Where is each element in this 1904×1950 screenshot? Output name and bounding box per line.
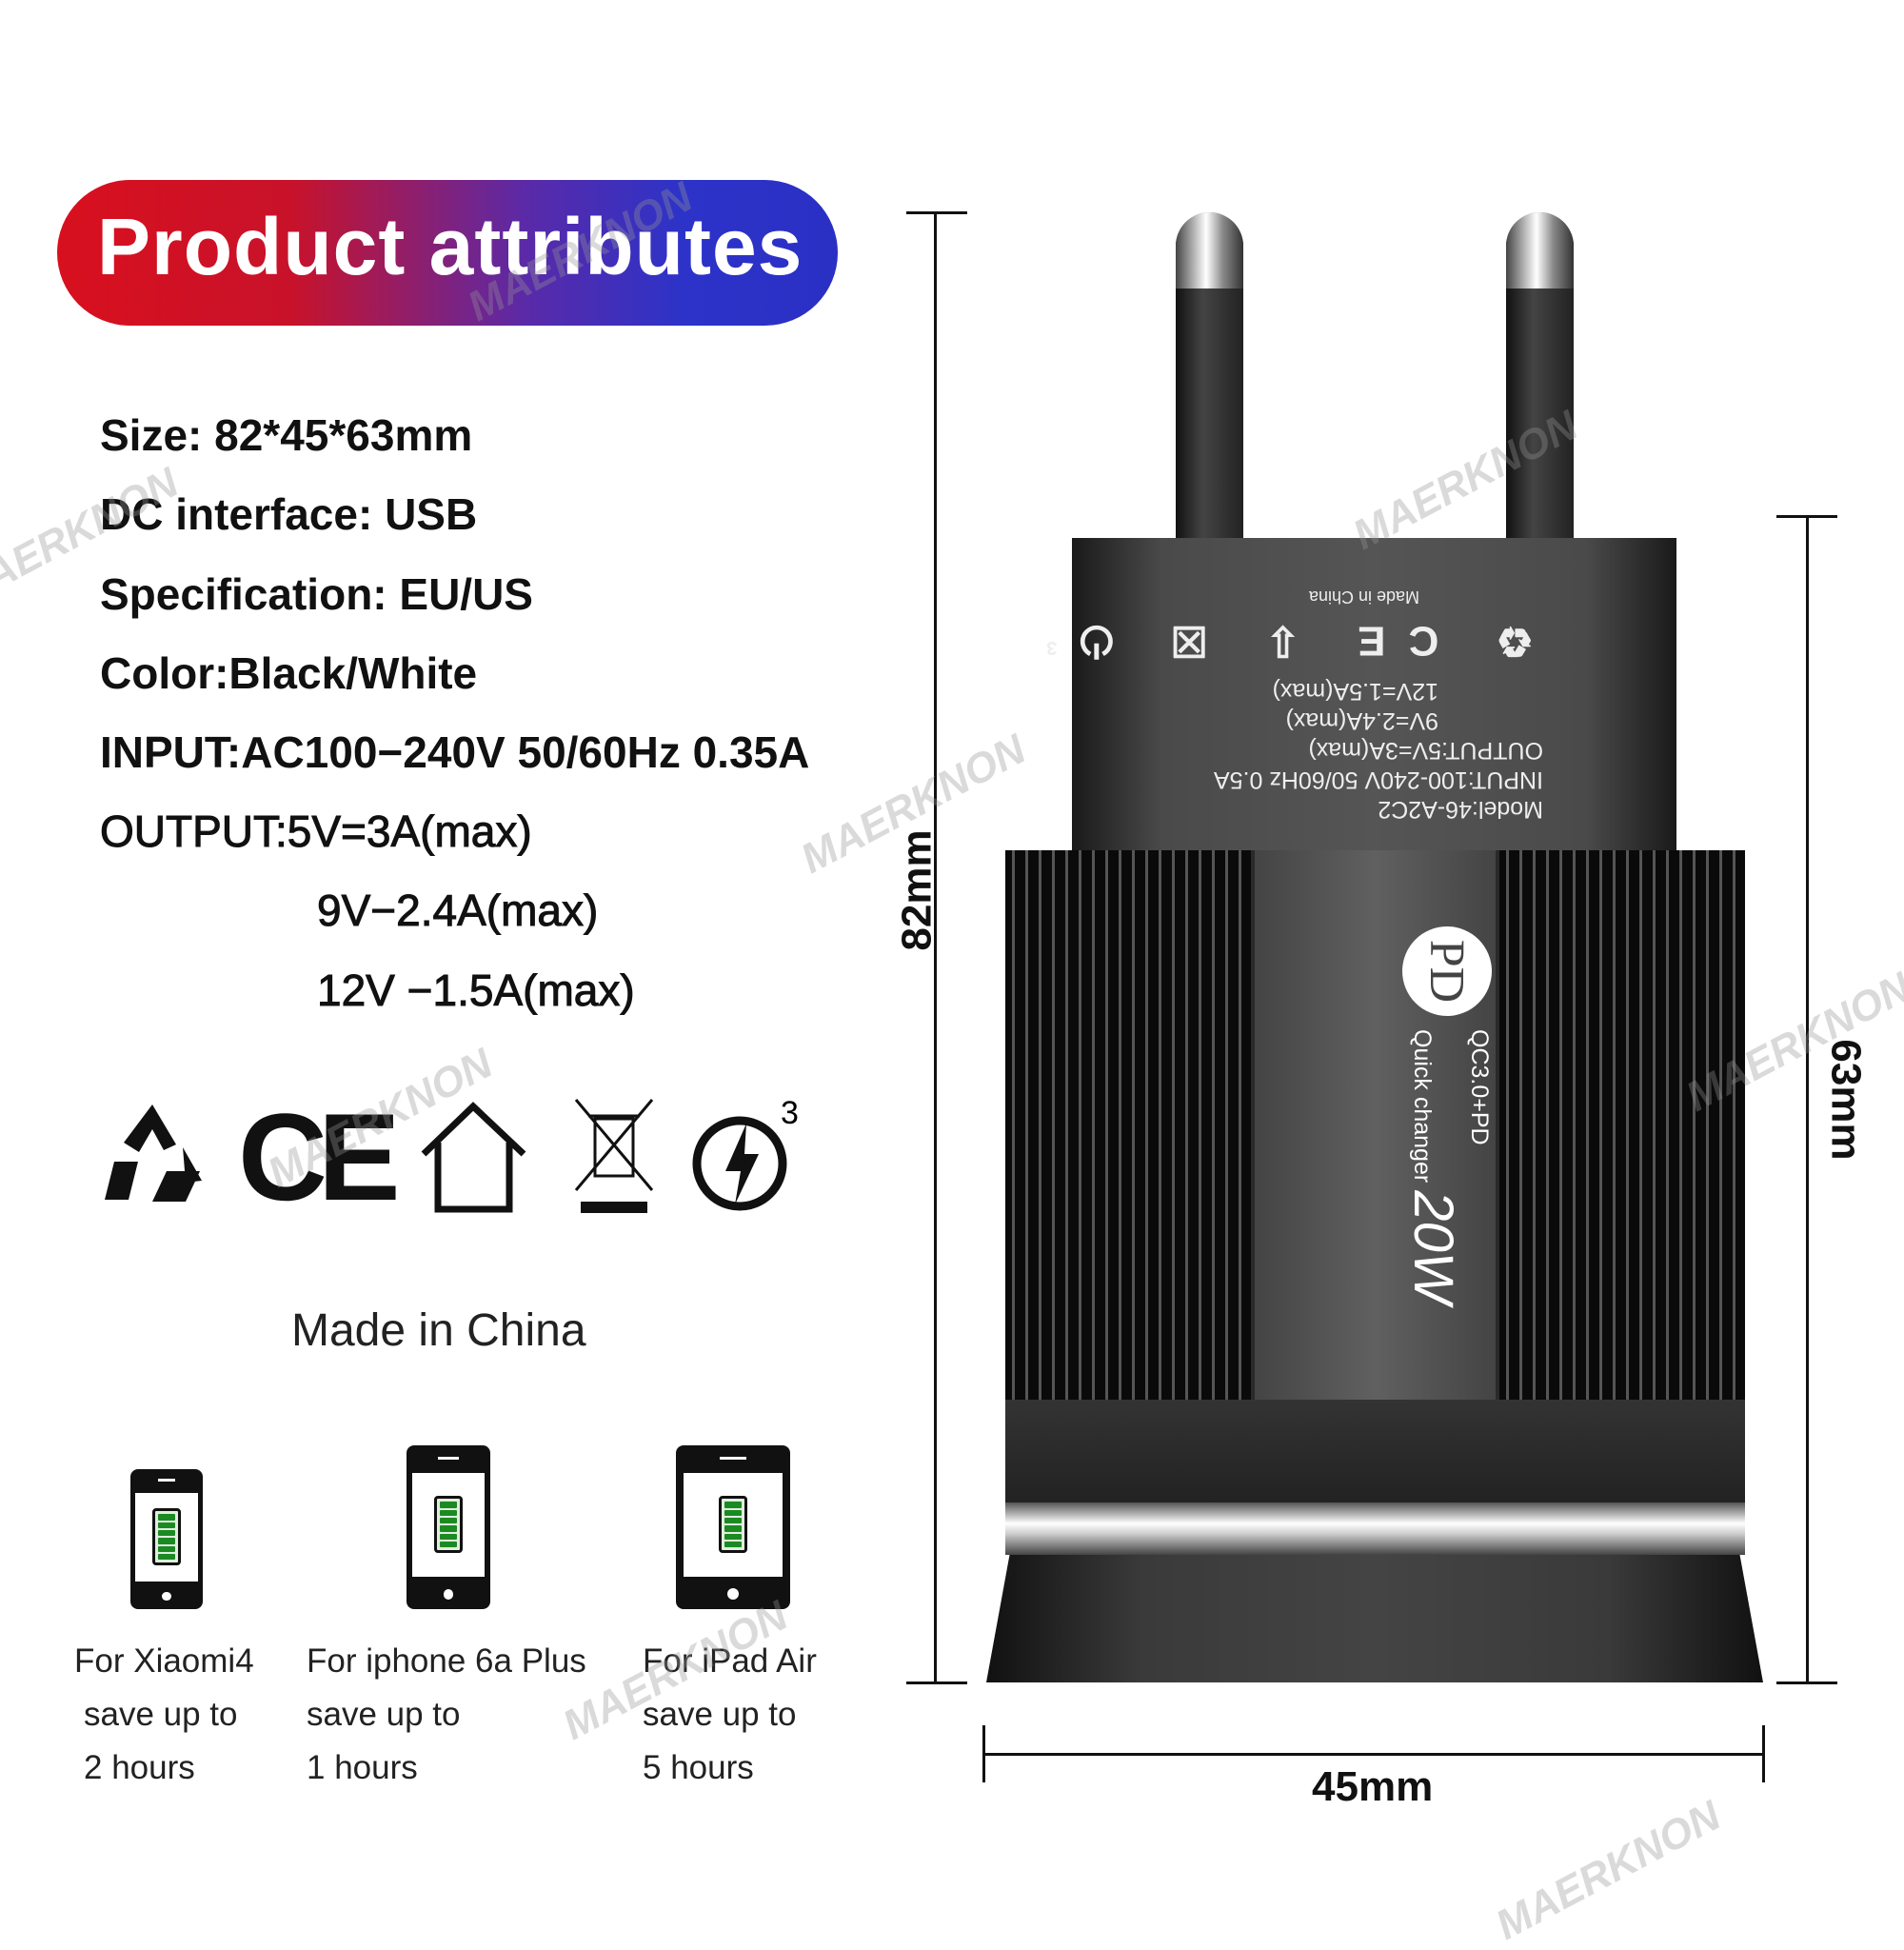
attr-size: Size: 82*45*63mm — [100, 410, 473, 460]
charger-front-panel: PD QC3.0+PD Quick changer 20W — [1255, 850, 1496, 1403]
depth-label: 63mm — [1822, 1039, 1870, 1161]
dimension-tick — [982, 1725, 985, 1782]
dimension-tick — [1776, 515, 1837, 518]
height-dimension-line — [934, 212, 937, 1682]
attr-input: INPUT:AC100−240V 50/60Hz 0.35A — [100, 727, 810, 777]
grip-ribs-right — [1499, 850, 1745, 1403]
attr-output-2: 9V−2.4A(max) — [316, 885, 599, 936]
watermark: MAERKNON — [1488, 1792, 1729, 1950]
chrome-ring — [1005, 1502, 1745, 1555]
attr-output-3: 12V −1.5A(max) — [317, 965, 636, 1016]
dimension-tick — [1776, 1681, 1837, 1684]
width-dimension-line — [983, 1753, 1763, 1756]
weee-bin-icon — [574, 1099, 654, 1213]
qc-superscript: 3 — [781, 1095, 799, 1131]
grip-ribs-left — [1005, 850, 1251, 1403]
phone-icon — [130, 1469, 203, 1609]
made-in-china: Made in China — [291, 1305, 586, 1356]
tablet-icon — [676, 1445, 790, 1609]
width-label: 45mm — [1312, 1763, 1434, 1810]
dimension-tick — [906, 211, 967, 214]
battery-icon — [719, 1496, 747, 1554]
qc-text: QC3.0+PD — [1466, 1029, 1493, 1145]
attr-color: Color:Black/White — [100, 648, 478, 698]
label-icons: ♻ CE ⇩ ☒ ⏻3 — [1023, 617, 1534, 665]
attr-specification: Specification: EU/US — [100, 569, 533, 619]
product-attributes-banner: Product attributes — [57, 180, 838, 326]
label-input: INPUT:100-240V 50/60Hz 0.5A — [1213, 766, 1543, 793]
recycle-icon — [105, 1104, 202, 1202]
ce-mark-icon: CE — [238, 1087, 401, 1226]
plug-pin-left — [1176, 212, 1243, 541]
label-output-3: 12V=1.5A(max) — [1272, 678, 1438, 705]
banner-title: Product attributes — [97, 202, 803, 291]
attr-dc-interface: DC interface: USB — [100, 489, 478, 539]
plug-pin-right — [1506, 212, 1574, 541]
charger-base — [986, 1555, 1763, 1682]
battery-icon — [152, 1508, 181, 1566]
depth-dimension-line — [1806, 516, 1809, 1682]
battery-icon — [434, 1496, 463, 1554]
dimension-tick — [906, 1681, 967, 1684]
power-rating: 20W — [1402, 1190, 1464, 1304]
quick-charge-icon: 3 — [692, 1095, 799, 1211]
label-model: Model:46-A2C2 — [1378, 796, 1543, 823]
attr-output-1: OUTPUT:5V=3A(max) — [100, 806, 533, 857]
charger-head-label: Model:46-A2C2 INPUT:100-240V 50/60Hz 0.5… — [1023, 538, 1676, 852]
quick-changer-text: Quick changer — [1409, 1029, 1436, 1184]
label-output-2: 9V=2.4A(max) — [1285, 707, 1439, 734]
charger-body: PD QC3.0+PD Quick changer 20W — [1005, 850, 1745, 1412]
dimension-tick — [1762, 1725, 1765, 1782]
charger-band — [1005, 1400, 1745, 1504]
height-label: 82mm — [893, 829, 941, 951]
pd-badge: PD — [1402, 926, 1492, 1016]
label-output-1: OUTPUT:5V=3A(max) — [1308, 737, 1543, 764]
label-made-in: Made in China — [1308, 587, 1419, 607]
phone-icon — [407, 1445, 490, 1609]
house-icon — [421, 1102, 526, 1213]
